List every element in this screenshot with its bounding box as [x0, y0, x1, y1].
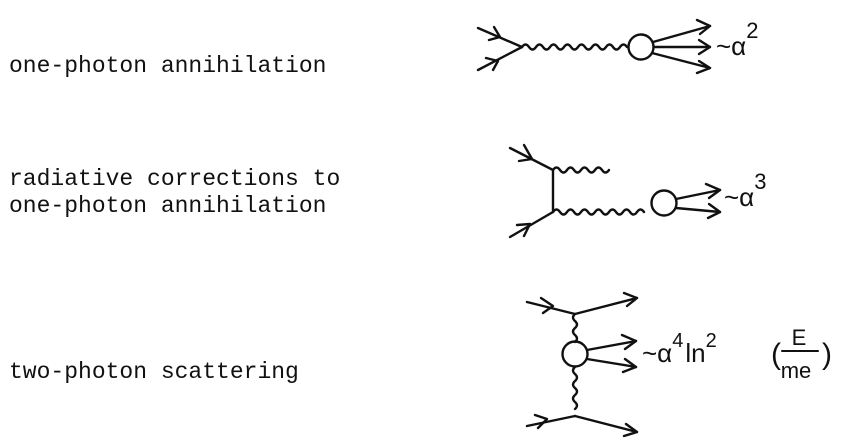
label-two-photon-scattering: two-photon scattering	[9, 359, 299, 385]
vertex-blob	[561, 340, 589, 368]
label-one-photon-annihilation: one-photon annihilation	[9, 53, 327, 79]
outgoing-fermion-top	[651, 24, 712, 44]
arrowhead	[533, 413, 549, 430]
fraction-numerator: E	[792, 325, 807, 350]
arrowhead	[515, 222, 532, 238]
arrowhead	[622, 422, 639, 438]
label-radiative-corrections: radiative corrections to one-photon anni…	[9, 166, 340, 220]
arrowhead	[706, 202, 722, 220]
diagram-one-photon: ~α2	[476, 18, 758, 75]
arrowhead	[620, 333, 638, 351]
order-alpha2: ~α2	[716, 18, 758, 61]
electron-top-out	[573, 296, 639, 316]
photon-propagator	[520, 43, 629, 51]
vertex-blob	[650, 189, 678, 217]
order-alpha: ~α	[642, 338, 672, 368]
arrowhead	[487, 25, 502, 42]
order-log-power: 2	[706, 330, 717, 352]
svg-text:~α4ln2: ~α4ln2	[642, 330, 717, 368]
arrowhead	[695, 59, 712, 75]
outgoing-fermion-top	[674, 188, 722, 201]
order-alpha3: ~α3	[724, 169, 766, 212]
outgoing-fermion-bottom	[674, 206, 722, 214]
photon-propagator	[551, 208, 646, 216]
outgoing-fermion-top	[585, 339, 638, 352]
electron-bottom-in	[525, 414, 577, 428]
order-alpha4-log: ~α4ln2 ( E me )	[642, 325, 832, 383]
outgoing-fermion-bottom	[585, 357, 638, 369]
arrowhead	[622, 291, 639, 308]
photon-top	[571, 312, 579, 344]
diagram-two-photon: ~α4ln2 ( E me )	[525, 291, 832, 438]
order-log: ln	[685, 338, 705, 368]
arrowhead	[621, 357, 638, 374]
incoming-fermion-bottom	[508, 210, 555, 239]
outgoing-fermion-bottom	[650, 51, 712, 70]
radiated-photon	[551, 166, 611, 174]
arrowhead	[695, 18, 712, 36]
vertex-blob	[627, 33, 655, 61]
arrowhead	[484, 56, 500, 72]
order-alpha-power: 4	[672, 330, 683, 352]
arrowhead	[517, 143, 534, 163]
electron-bottom-out	[573, 414, 639, 434]
incoming-fermion-bottom	[476, 45, 524, 72]
arrowhead	[697, 38, 712, 56]
fraction-denominator: me	[781, 358, 812, 383]
photon-bottom	[571, 365, 579, 411]
label-radiative-line-1: radiative corrections to	[9, 166, 341, 192]
arrowhead	[704, 182, 722, 200]
open-paren: (	[771, 338, 781, 371]
close-paren: )	[822, 338, 832, 371]
label-radiative-line-2: one-photon annihilation	[9, 193, 327, 219]
diagram-radiative: ~α3	[508, 143, 766, 239]
arrowhead	[539, 296, 555, 315]
